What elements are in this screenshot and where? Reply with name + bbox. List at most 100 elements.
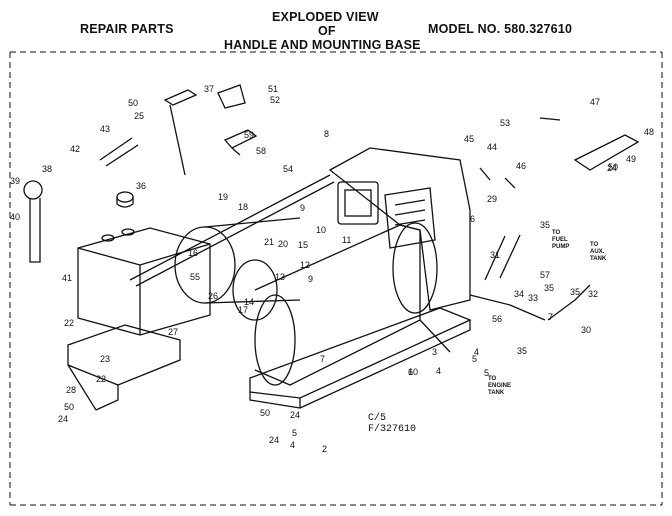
callout-38: 38 [42,164,52,174]
callout-7: 7 [548,312,553,322]
callout-39: 39 [10,176,20,186]
callout-48: 48 [644,127,654,137]
callout-13: 13 [275,272,285,282]
callout-45: 45 [464,134,474,144]
main-cylinder [254,224,421,386]
handle-44 [99,137,139,167]
cap-37 [116,191,134,203]
callout-4: 4 [474,347,479,357]
callout-22: 22 [96,374,106,384]
callout-10: 10 [316,225,326,235]
callout-50: 50 [608,162,618,172]
callout-40: 40 [10,212,20,222]
callout-30: 30 [581,325,591,335]
callout-41: 41 [62,273,72,283]
bracket-49 [573,134,640,171]
callout-52: 52 [270,95,280,105]
callout-57: 57 [540,270,550,280]
callout-58: 58 [256,146,266,156]
title-line-3: HANDLE AND MOUNTING BASE [224,38,421,52]
bracket-60 [223,129,258,149]
callout-35: 35 [570,287,580,297]
callout-37: 37 [204,84,214,94]
callout-28: 28 [66,385,76,395]
knob-40 [23,180,43,200]
engine-block [328,147,471,311]
callout-11: 11 [342,235,351,245]
callout-9: 9 [308,274,313,284]
callout-34: 34 [514,289,524,299]
callout-42: 42 [70,144,80,154]
callout-24: 24 [58,414,68,424]
title-line-1: EXPLODED VIEW [272,10,379,24]
fuel-tank [77,227,211,336]
callout-5: 5 [472,354,477,364]
callout-43: 43 [100,124,110,134]
callout-21: 21 [264,237,274,247]
callout-53: 53 [500,118,510,128]
callout-29: 29 [487,194,497,204]
callout-25: 25 [134,111,144,121]
callout-9: 9 [300,203,305,213]
bracket-28 [67,324,181,386]
callout-3: 3 [432,347,437,357]
bracket-38 [163,89,198,106]
callout-50: 50 [260,408,270,418]
callout-16: 16 [188,248,198,258]
callout-33: 33 [528,293,538,303]
callout-60: 60 [408,367,418,377]
callout-1: 1 [408,367,413,377]
callout-5: 5 [484,368,489,378]
callout-51: 51 [268,84,278,94]
border-frame [9,51,663,506]
callout-6: 6 [470,214,475,224]
callout-31: 31 [490,250,500,260]
callout-22: 22 [64,318,74,328]
callout-23: 23 [100,354,110,364]
callout-18: 18 [238,202,248,212]
callout-50: 50 [128,98,138,108]
callout-35: 35 [540,220,550,230]
callout-24: 24 [269,435,279,445]
callout-20: 20 [278,239,288,249]
callout-24: 24 [607,163,617,173]
callout-12: 12 [300,260,310,270]
callout-46: 46 [516,161,526,171]
callout-7: 7 [320,354,325,364]
callout-27: 27 [168,327,178,337]
callout-2: 2 [322,444,327,454]
callout-56: 56 [492,314,502,324]
callout-35: 35 [517,346,527,356]
callout-5: 5 [292,428,297,438]
bracket-52 [217,84,246,109]
callout-32: 32 [588,289,598,299]
callout-36: 36 [136,181,146,191]
callout-14: 14 [244,297,254,307]
hose-36 [484,234,521,281]
callout-4: 4 [290,440,295,450]
callout-50: 50 [64,402,74,412]
base-frame [249,307,472,399]
callout-26: 26 [208,291,218,301]
callout-8: 8 [324,129,329,139]
callout-19: 19 [218,192,228,202]
callout-24: 24 [290,410,300,420]
model-number: MODEL NO. 580.327610 [428,22,573,36]
callout-55: 55 [190,272,200,282]
code-f: F/327610 [368,424,417,435]
callout-47: 47 [590,97,600,107]
rod-9 [129,174,335,287]
callout-4: 4 [436,366,441,376]
cylinder-left [174,226,236,304]
tube-41 [29,198,41,263]
code-cs: C/5 [368,413,387,424]
callout-44: 44 [487,142,497,152]
callout-35: 35 [544,283,554,293]
callout-49: 49 [626,154,636,164]
